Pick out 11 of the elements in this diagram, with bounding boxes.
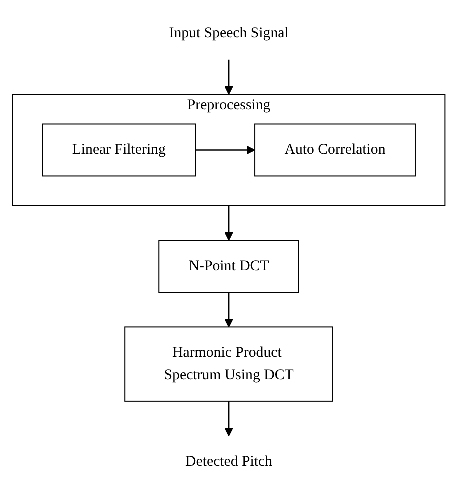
node-text: Input Speech Signal [170,26,290,42]
node-text: Detected Pitch [186,454,273,470]
node-box: N-Point DCT [159,240,300,294]
node-box: Harmonic Product Spectrum Using DCT [125,326,334,402]
arrow [225,206,234,241]
node-box: Auto Correlation [254,124,416,177]
arrow [196,146,256,155]
arrow [225,292,234,328]
arrow [225,60,234,95]
node-box: Linear Filtering [42,124,197,177]
arrow [225,401,234,436]
